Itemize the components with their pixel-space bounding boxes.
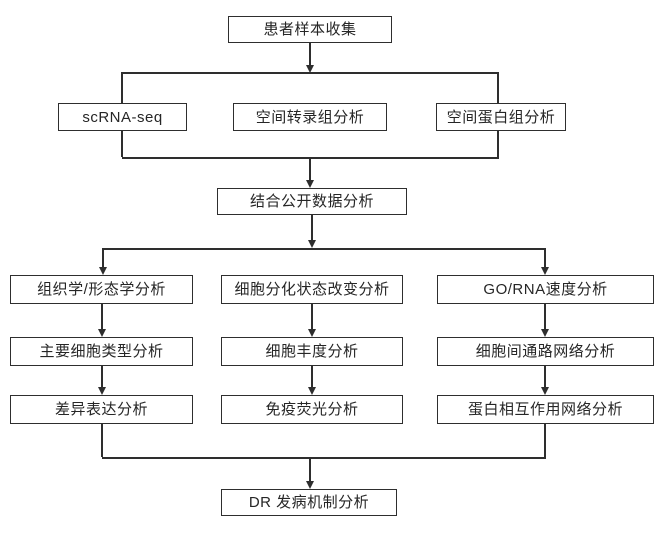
node-differential-expression: 差异表达分析 bbox=[10, 395, 193, 424]
node-intercellular-pathway-network: 细胞间通路网络分析 bbox=[437, 337, 654, 366]
arrow-head bbox=[540, 329, 549, 337]
arrow-head bbox=[305, 180, 314, 188]
arrow-head bbox=[98, 267, 107, 275]
node-histology-morphology: 组织学/形态学分析 bbox=[10, 275, 193, 304]
connector-midcol-1 bbox=[311, 304, 313, 330]
connector-split-bar-top bbox=[122, 72, 499, 74]
connector-bottom-down bbox=[309, 457, 311, 482]
connector-merge-left bbox=[121, 131, 123, 157]
node-patient-sample-collection: 患者样本收集 bbox=[228, 16, 392, 43]
connector-leftcol-1 bbox=[101, 304, 103, 330]
connector-bottom-bar bbox=[102, 457, 546, 459]
connector-merge-down bbox=[309, 157, 311, 180]
connector-rightcol-1 bbox=[544, 304, 546, 330]
connector-spread-left-down bbox=[102, 248, 104, 268]
connector-publicdata-down bbox=[311, 215, 313, 241]
arrow-head bbox=[97, 387, 106, 395]
connector-rightcol-2 bbox=[544, 366, 546, 388]
node-cell-differentiation-state: 细胞分化状态改变分析 bbox=[221, 275, 403, 304]
arrow-head bbox=[307, 387, 316, 395]
connector-midcol-2 bbox=[311, 366, 313, 388]
connector-bottom-left bbox=[101, 424, 103, 457]
node-spatial-proteomics: 空间蛋白组分析 bbox=[436, 103, 566, 131]
node-cell-abundance: 细胞丰度分析 bbox=[221, 337, 403, 366]
node-go-rna-velocity: GO/RNA速度分析 bbox=[437, 275, 654, 304]
node-main-cell-type: 主要细胞类型分析 bbox=[10, 337, 193, 366]
node-dr-pathogenesis: DR 发病机制分析 bbox=[221, 489, 397, 516]
connector-split-right bbox=[497, 72, 499, 103]
node-protein-interaction-network: 蛋白相互作用网络分析 bbox=[437, 395, 654, 424]
arrow-head bbox=[305, 65, 314, 73]
arrow-head bbox=[307, 329, 316, 337]
connector-bottom-right bbox=[544, 424, 546, 457]
arrow-head bbox=[97, 329, 106, 337]
arrow-head bbox=[305, 481, 314, 489]
node-public-data-integration: 结合公开数据分析 bbox=[217, 188, 407, 215]
connector-collection-down bbox=[309, 43, 311, 65]
node-spatial-transcriptomics: 空间转录组分析 bbox=[233, 103, 387, 131]
arrow-head bbox=[540, 387, 549, 395]
connector-spread-right-down bbox=[544, 248, 546, 268]
connector-split-left bbox=[121, 72, 123, 103]
connector-leftcol-2 bbox=[101, 366, 103, 388]
node-immunofluorescence: 免疫荧光分析 bbox=[221, 395, 403, 424]
arrow-head bbox=[307, 240, 316, 248]
arrow-head bbox=[540, 267, 549, 275]
connector-merge-right bbox=[497, 131, 499, 157]
connector-spread-bar bbox=[103, 248, 546, 250]
node-scrna-seq: scRNA-seq bbox=[58, 103, 187, 131]
